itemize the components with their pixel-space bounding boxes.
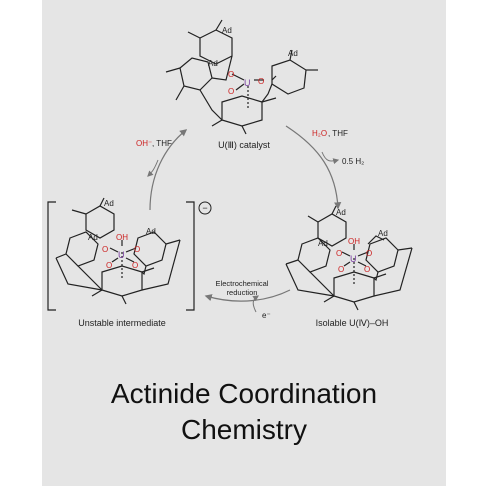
product-o-4: O bbox=[364, 265, 370, 274]
reagent-reduction: reduction bbox=[227, 288, 258, 297]
reagent-thf-left: , THF bbox=[152, 139, 172, 148]
product-o-2: O bbox=[366, 249, 372, 258]
product-u: U bbox=[350, 254, 357, 264]
negative-charge: − bbox=[202, 203, 207, 213]
product-ad-1: Ad bbox=[336, 208, 346, 217]
arrow-intermediate-to-catalyst bbox=[149, 129, 188, 211]
catalyst-label: U(Ⅲ) catalyst bbox=[218, 140, 270, 150]
figure-card bbox=[42, 0, 446, 486]
reagent-electrochemical: Electrochemical bbox=[216, 279, 269, 288]
product-o-1: O bbox=[336, 249, 342, 258]
caption-line-1: Actinide Coordination bbox=[110, 378, 378, 409]
reagent-electron: e⁻ bbox=[262, 311, 271, 320]
reagent-oh-minus: OH⁻ bbox=[136, 139, 152, 148]
catalyst-o-2: O bbox=[258, 77, 264, 86]
catalyst-o-3: O bbox=[228, 87, 234, 96]
intermediate-u: U bbox=[118, 250, 125, 260]
intermediate-o-2: O bbox=[134, 245, 140, 254]
product-molecule bbox=[285, 205, 413, 311]
product-oh: OH bbox=[348, 237, 360, 246]
caption-line-2: Chemistry bbox=[180, 414, 307, 445]
arrow-catalyst-to-product bbox=[285, 125, 342, 210]
catalyst-molecule bbox=[165, 19, 318, 135]
reagent-h2o: H₂O bbox=[312, 129, 327, 138]
catalyst-ad-1: Ad bbox=[222, 26, 232, 35]
product-ad-2: Ad bbox=[318, 239, 328, 248]
intermediate-label: Unstable intermediate bbox=[78, 318, 166, 328]
intermediate-ad-2: Ad bbox=[88, 233, 98, 242]
intermediate-molecule bbox=[47, 197, 195, 311]
catalyst-u: U bbox=[244, 78, 251, 88]
intermediate-o-1: O bbox=[102, 245, 108, 254]
hydroxide-release-curl bbox=[147, 159, 159, 177]
intermediate-o-4: O bbox=[132, 261, 138, 270]
catalyst-o-1: O bbox=[228, 70, 234, 79]
reagent-thf-right: , THF bbox=[328, 129, 348, 138]
electron-input-curl bbox=[252, 295, 259, 313]
intermediate-ad-3: Ad bbox=[146, 227, 156, 236]
h2-release-curl bbox=[321, 151, 340, 165]
catalyst-ad-2: Ad bbox=[208, 59, 218, 68]
product-o-3: O bbox=[338, 265, 344, 274]
reagent-h2: 0.5 H₂ bbox=[342, 157, 364, 166]
catalyst-ad-3: Ad bbox=[288, 49, 298, 58]
intermediate-o-3: O bbox=[106, 261, 112, 270]
negative-charge-circle bbox=[198, 201, 212, 215]
product-ad-3: Ad bbox=[378, 229, 388, 238]
intermediate-oh: OH bbox=[116, 233, 128, 242]
product-label: Isolable U(Ⅳ)–OH bbox=[316, 318, 389, 328]
intermediate-ad-1: Ad bbox=[104, 199, 114, 208]
